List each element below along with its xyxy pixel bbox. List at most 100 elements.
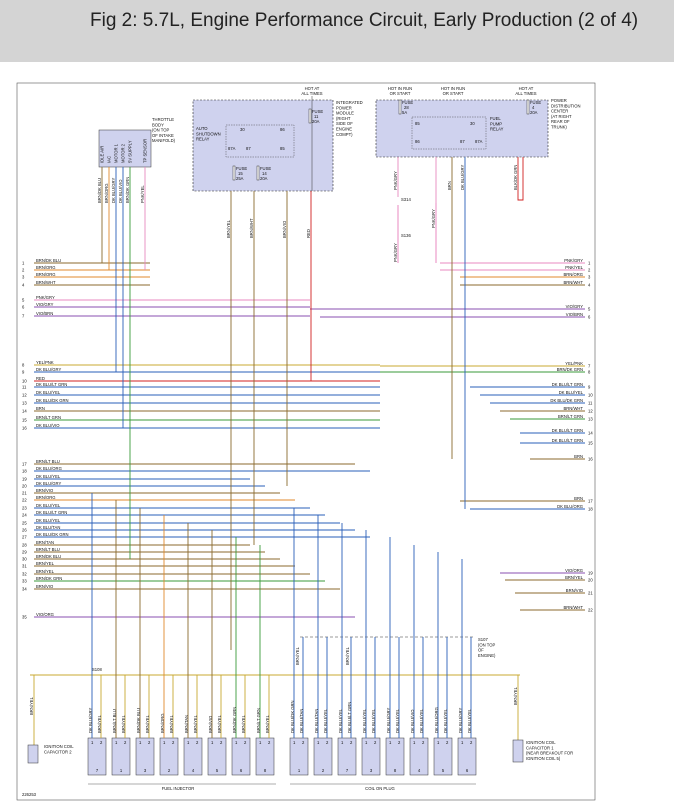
injector-w2-7: BRN/YEL (265, 714, 270, 733)
injector-num-3: 2 (168, 768, 171, 773)
injector-w2-5: BRN/YEL (217, 714, 222, 733)
pdc-label-0: POWER (551, 98, 567, 103)
pdc-wire-label-5: PNK/GRY (431, 209, 436, 228)
right-wire-label-14: DK BLU/LT GRN (552, 428, 583, 433)
right-pin-8: 8 (588, 370, 591, 375)
fuel-injector-label: FUEL INJECTOR (162, 786, 195, 791)
coil-num-2: 7 (346, 768, 349, 773)
fuse-2-b: 14 (262, 171, 267, 176)
left-wire-label-17: BRN/LT BLU (36, 459, 60, 464)
asd-pin-85: 85 (280, 146, 285, 151)
injector-w2-6: BRN/YEL (241, 714, 246, 733)
fuel-pump-relay (411, 116, 487, 150)
left-wire-label-26: DK BLU/TAN (36, 525, 60, 530)
left-wire-label-5: PNK/GRY (36, 295, 55, 300)
injector-num-6: 6 (240, 768, 243, 773)
coil-pin1-6: 1 (437, 740, 440, 745)
fuse-2-c: 20A (260, 176, 268, 181)
throttle-pin-label-4: 5V SUPPLY (128, 140, 133, 163)
left-pin-19: 19 (22, 477, 27, 482)
left-pin-32: 32 (22, 572, 27, 577)
left-pin-6: 6 (22, 305, 25, 310)
coil-pin2-3: 2 (374, 740, 377, 745)
splice-s136: S136 (401, 233, 411, 238)
right-pin-9: 9 (588, 385, 591, 390)
right-pin-1: 1 (588, 261, 591, 266)
left-wire-label-10: RED (36, 376, 45, 381)
coil-pin1-1: 1 (317, 740, 320, 745)
right-wire-label-5: VIO/GRY (566, 304, 584, 309)
fuse-4-b: 4 (532, 105, 535, 110)
left-wire-label-18: DK BLU/ORG (36, 466, 62, 471)
coil-7 (337, 737, 357, 776)
coil-w1-1: DK BLU/TAN (314, 709, 319, 733)
pdc-wire-label-2: DK BLU/GRY (460, 165, 465, 190)
right-pin-10: 10 (588, 393, 593, 398)
left-pin-7: 7 (22, 314, 25, 319)
injector-w1-0: DK BLU/GRY (88, 708, 93, 733)
s107-label-0: S107 (478, 637, 488, 642)
injector-w1-1: BRN/LT BLU (112, 709, 117, 733)
coil-w2-4: DK BLU/YEL (395, 708, 400, 733)
left-wire-label-16: DK BLU/VIO (36, 423, 60, 428)
left-pin-2: 2 (22, 268, 25, 273)
right-pin-13: 13 (588, 417, 593, 422)
s107-label-3: ENGINE) (478, 653, 496, 658)
asd-relay-label-1: SHUTDOWN (196, 131, 221, 136)
left-wire-label-3: BRN/ORG (36, 272, 56, 277)
cap1-label-2: (NEAR BREAKOUT FOR (526, 751, 573, 756)
throttle-wire-label-5: PNK/YEL (140, 185, 145, 203)
throttle-body-label-1: BODY (152, 122, 164, 127)
left-wire-label-25: DK BLU/YEL (36, 518, 61, 523)
right-pin-19: 19 (588, 571, 593, 576)
injector-2 (159, 737, 179, 776)
right-wire-label-22: BRN/WHT (563, 605, 583, 610)
fuse-1-a: FUSE (236, 166, 247, 171)
injector-w1-3: BRN/ORG (160, 713, 165, 733)
coil-pin2-2: 2 (350, 740, 353, 745)
asd-pin-86: 86 (280, 127, 285, 132)
injector-pin2-3: 2 (172, 740, 175, 745)
misc-label-2: BRN/YEL (513, 686, 518, 705)
fuel-pump-relay-label-0: FUEL (490, 116, 501, 121)
injector-pin1-3: 1 (163, 740, 166, 745)
injector-pin1-2: 1 (139, 740, 142, 745)
left-wire-label-11: DK BLU/LT GRN (36, 382, 67, 387)
misc-label-0: BRN/YEL (29, 696, 34, 715)
injector-pin1-4: 1 (187, 740, 190, 745)
injector-pin2-2: 2 (148, 740, 151, 745)
coil-pin1-7: 1 (461, 740, 464, 745)
fuse-4-c: 20A (530, 110, 538, 115)
left-wire-label-29: BRN/LT BLU (36, 547, 60, 552)
injector-1 (111, 737, 131, 776)
pdc-wire-red-loop (517, 157, 524, 201)
left-pin-14: 14 (22, 409, 27, 414)
injector-pin1-7: 1 (259, 740, 262, 745)
ipm-label-1: POWER (336, 105, 352, 110)
left-pin-15: 15 (22, 418, 27, 423)
ipm-label-5: ENGINE (336, 127, 352, 132)
injector-6 (231, 737, 251, 776)
injector-w1-6: BRN/DK GRN (232, 707, 237, 733)
fuse-1-b: 15 (238, 171, 243, 176)
injector-num-1: 1 (120, 768, 123, 773)
left-pin-29: 29 (22, 550, 27, 555)
coil-w1-0: DK BLU/DK GRN (290, 700, 295, 733)
left-wire-label-34: BRN/VIO (36, 584, 54, 589)
coil-w2-5: DK BLU/YEL (419, 708, 424, 733)
module-pdc (375, 99, 549, 158)
fpr-pin-87a: 87A (475, 139, 483, 144)
left-pin-35: 35 (22, 615, 27, 620)
left-pin-23: 23 (22, 506, 27, 511)
misc-label-3: BRN/YEL (295, 646, 300, 665)
right-wire-label-18: DK BLU/ORG (557, 504, 583, 509)
right-wire-label-2: PNK/YEL (565, 265, 583, 270)
right-wire-label-15: DK BLU/LT GRN (552, 438, 583, 443)
injector-pin1-6: 1 (235, 740, 238, 745)
pdc-wire-label-3: BLK/DK GRN (513, 165, 518, 190)
ipm-wire-label-2: BRN/VIO (282, 220, 287, 238)
right-wire-label-9: DK BLU/LT GRN (552, 382, 583, 387)
injector-w1-4: BRN/TAN (184, 715, 189, 733)
right-pin-6: 6 (588, 315, 591, 320)
left-wire-label-24: DK BLU/LT GRN (36, 510, 67, 515)
